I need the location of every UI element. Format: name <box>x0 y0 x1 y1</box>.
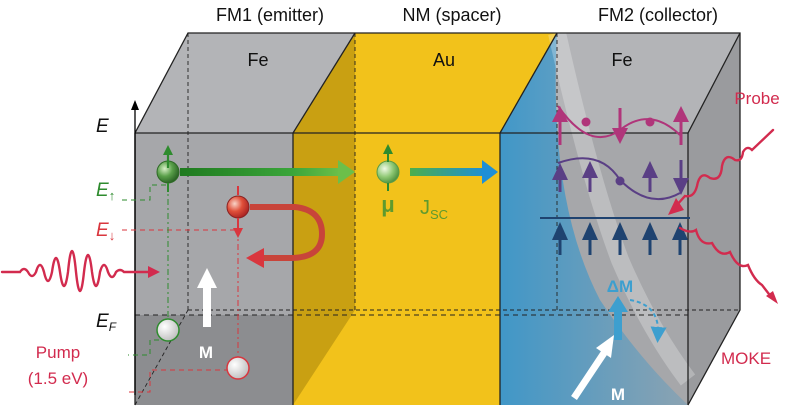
moke-arrowhead <box>766 291 778 304</box>
chemical-potential-symbol: μ <box>381 192 394 217</box>
fm1-magnetization-arrow <box>197 268 217 327</box>
energy-axis-label: E <box>96 116 109 137</box>
fm2-magnetization-label: M <box>611 385 625 404</box>
delta-m-arrow <box>608 296 628 340</box>
jsc-label: JSC <box>420 197 448 222</box>
pump-arrowhead <box>148 266 160 278</box>
header-emitter: FM1 (emitter) <box>216 5 324 25</box>
header-spacer: NM (spacer) <box>402 5 501 25</box>
fermi-level-label: EF <box>96 311 117 334</box>
material-spacer: Au <box>433 50 455 70</box>
material-emitter: Fe <box>247 50 268 70</box>
probe-arrowhead <box>668 198 684 215</box>
spin-current-arrow <box>180 168 340 176</box>
spin-up-level-label: E↑ <box>96 180 115 203</box>
header-collector: FM2 (collector) <box>598 5 718 25</box>
spin-down-level-label: E↓ <box>96 220 115 243</box>
spin-wave-row-top <box>552 105 689 145</box>
spin-down-hot-electron <box>226 195 250 219</box>
reflected-electron-arrow <box>250 204 326 261</box>
fm1-magnetization-label: M <box>199 343 213 362</box>
precession-arrow <box>629 299 667 343</box>
probe-beam <box>674 128 775 208</box>
moke-beam <box>678 226 774 300</box>
level-guides <box>122 184 239 393</box>
spin-up-hole <box>156 318 180 342</box>
fm2-magnetization-arrow <box>571 335 614 400</box>
energy-axis <box>131 100 139 395</box>
probe-label: Probe <box>734 89 779 108</box>
spacer-spin-up-electron <box>376 160 400 184</box>
pump-energy-label: (1.5 eV) <box>28 369 88 388</box>
spin-wave-row-middle <box>552 157 689 201</box>
spin-wave-row-bottom <box>540 217 690 255</box>
spacer-block <box>293 33 557 405</box>
jsc-arrow <box>410 168 485 176</box>
spin-accumulation-region <box>500 33 688 405</box>
moke-label: MOKE <box>721 349 771 368</box>
spin-down-hole <box>226 356 250 380</box>
delta-m-label: ΔM <box>607 277 633 296</box>
pump-pulse <box>0 249 152 293</box>
pump-label: Pump <box>36 343 80 362</box>
material-collector: Fe <box>611 50 632 70</box>
